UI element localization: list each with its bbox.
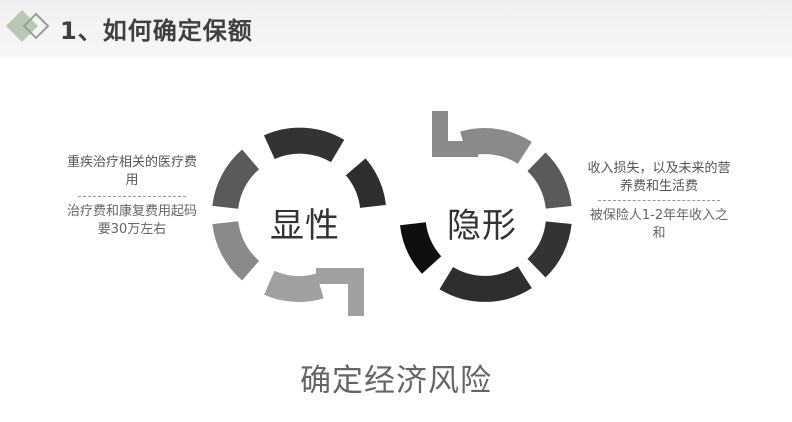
right-arrow-head-icon xyxy=(432,111,478,157)
left-panel-divider xyxy=(78,196,186,197)
right-panel-heading: 收入损失，以及未来的营养费和生活费 xyxy=(587,161,731,194)
right-ring-segment-bottom xyxy=(439,265,532,302)
left-ring-segment-bottom xyxy=(264,270,324,302)
left-info-panel: 重疾治疗相关的医疗费用 治疗费和康复费用起码要30万左右 xyxy=(64,154,200,239)
right-panel-divider xyxy=(598,200,720,201)
left-ring-segment-top xyxy=(263,127,345,163)
left-panel-heading: 重疾治疗相关的医疗费用 xyxy=(66,155,197,188)
right-panel-description: 被保险人1-2年年收入之和 xyxy=(589,208,729,241)
right-ring-segment-lower-right xyxy=(527,220,572,278)
header-band xyxy=(0,0,792,58)
left-ring-segment-lower-left xyxy=(212,220,260,281)
diamond-logo-icon xyxy=(6,10,50,42)
left-panel-description: 治疗费和康复费用起码要30万左右 xyxy=(66,204,197,237)
right-info-panel: 收入损失，以及未来的营养费和生活费 被保险人1-2年年收入之和 xyxy=(584,160,734,243)
loop-label-implicit: 隐形 xyxy=(447,206,517,246)
loop-label-explicit: 显性 xyxy=(270,206,340,246)
left-ring-segment-top-right xyxy=(345,158,386,209)
left-ring-segment-upper-left xyxy=(212,149,260,210)
right-ring-segment-lower-left xyxy=(399,221,442,274)
right-ring-segment-upper-right xyxy=(527,152,572,210)
page-title: 1、如何确定保额 xyxy=(60,17,253,45)
left-arrow-head-icon xyxy=(316,268,364,316)
footer-caption: 确定经济风险 xyxy=(300,363,492,399)
